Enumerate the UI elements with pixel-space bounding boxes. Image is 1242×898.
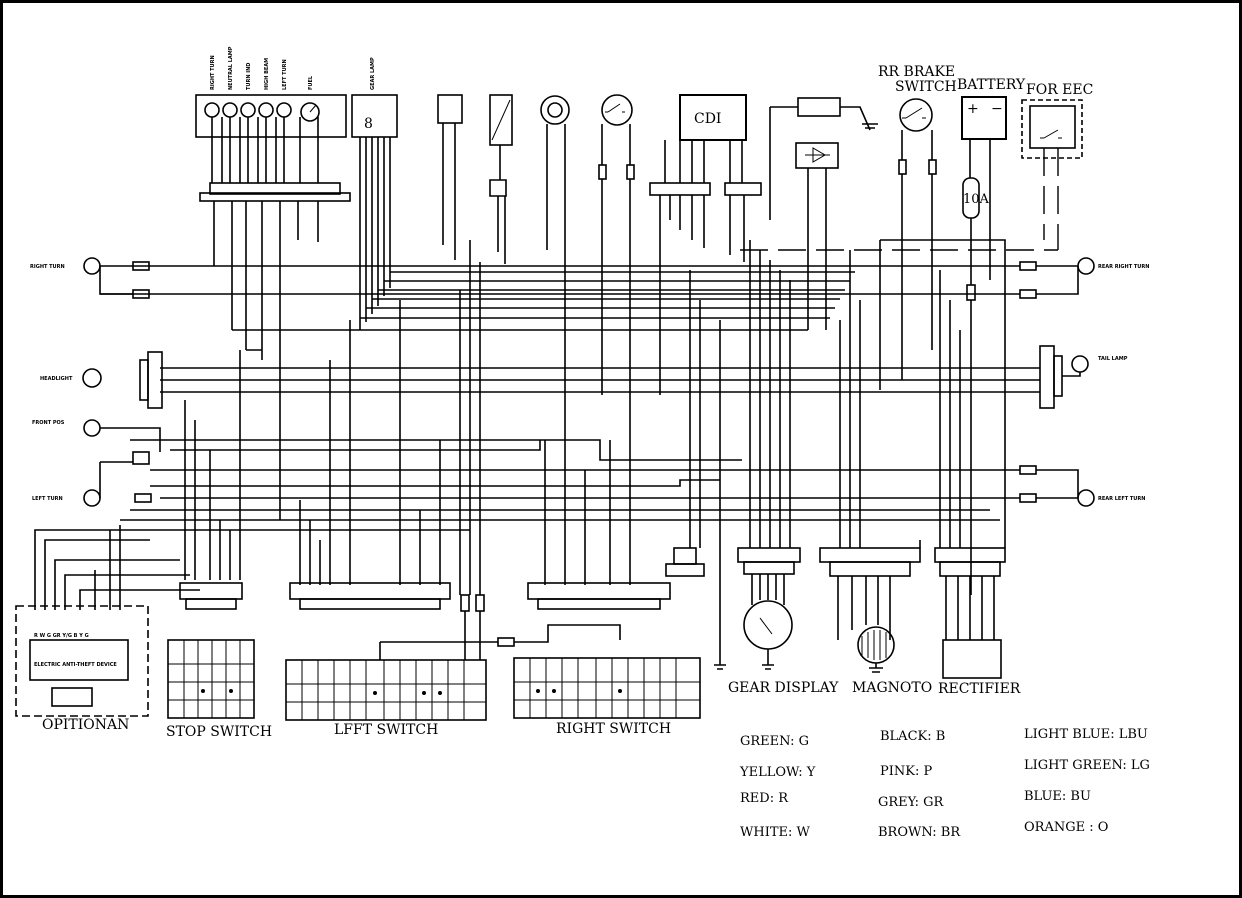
svg-text:8: 8 [364,116,373,132]
svg-text:FRONT POS: FRONT POS [32,420,65,426]
stop-switch-label: STOP SWITCH [166,724,272,740]
rectifier: RECTIFIER [938,576,1021,697]
svg-text:LEFT TURN: LEFT TURN [32,496,63,502]
svg-text:−: − [991,101,1003,117]
legend-brown: BROWN: BR [878,825,961,840]
magnoto: MAGNOTO [837,576,932,696]
svg-text:R W G GR Y/G B Y G: R W G GR Y/G B Y G [34,633,89,639]
battery: BATTERY + − 10A [957,77,1026,595]
svg-text:ELECTRIC ANTI-THEFT DEVICE: ELECTRIC ANTI-THEFT DEVICE [34,662,117,668]
legend-black: BLACK: B [880,729,945,744]
side-stand-switch: FOR EEC [740,82,1093,251]
gear-display-label: GEAR DISPLAY [728,680,839,696]
cdi-label: CDI [694,111,721,127]
for-eec-label: FOR EEC [1026,82,1093,98]
left-switch-table: LFFT SWITCH [285,624,621,738]
legend-green: GREEN: G [740,734,809,749]
legend-grey: GREY: GR [878,795,945,810]
magnoto-label: MAGNOTO [852,680,932,696]
left-switch-label: LFFT SWITCH [334,722,438,738]
bottom-connectors [179,547,1006,660]
svg-text:SWITCH: SWITCH [895,79,957,95]
optional-module: ELECTRIC ANTI-THEFT DEVICE R W G GR Y/G … [15,605,149,733]
top-sensors [437,94,635,410]
gear-display: GEAR DISPLAY [714,574,839,696]
svg-text:GEAR LAMP: GEAR LAMP [370,57,376,90]
legend-yellow: YELLOW: Y [739,765,816,780]
right-switch-label: RIGHT SWITCH [556,721,671,737]
legend-red: RED: R [740,791,789,806]
svg-text:RIGHT TURN: RIGHT TURN [210,55,216,90]
svg-text:REAR LEFT TURN: REAR LEFT TURN [1098,496,1145,502]
svg-text:RIGHT TURN: RIGHT TURN [30,264,65,270]
legend-pink: PINK: P [880,764,932,779]
rr-brake-switch: RR BRAKE SWITCH [878,64,957,380]
legend-blue: BLUE: BU [1024,789,1091,804]
legend-orange: ORANGE : O [1024,820,1108,835]
vertical-runs [34,240,961,665]
svg-text:+: + [967,101,979,117]
legend-white: WHITE: W [740,825,811,840]
stop-switch-table: STOP SWITCH [166,639,272,740]
svg-text:NEUTRAL LAMP: NEUTRAL LAMP [228,46,234,90]
svg-text:LEFT TURN: LEFT TURN [282,59,288,90]
svg-text:HIGH BEAM: HIGH BEAM [264,58,270,90]
svg-text:FUEL: FUEL [308,75,314,90]
left-lamps: RIGHT TURN HEADLIGHT FRONT POS LEFT TURN [30,257,163,507]
right-switch-table: RIGHT SWITCH [513,657,701,737]
svg-text:HEADLIGHT: HEADLIGHT [40,376,73,382]
right-lamps: REAR RIGHT TURN TAIL LAMP REAR LEFT TURN [1019,257,1149,507]
svg-text:TURN IND: TURN IND [246,63,252,90]
legend-light-green: LIGHT GREEN: LG [1024,758,1150,773]
optionan-label: OPITIONAN [42,717,129,733]
svg-text:TAIL LAMP: TAIL LAMP [1098,356,1128,362]
bus-lines [100,239,1040,548]
color-legend: GREEN: G YELLOW: Y RED: R WHITE: W BLACK… [739,727,1150,840]
fuse-label: 10A [963,192,990,207]
indicator-cluster: 8 RIGHT TURN NEUTRAL LAMP TURN IND HIGH … [195,46,398,202]
legend-light-blue: LIGHT BLUE: LBU [1024,727,1148,742]
svg-text:RR BRAKE: RR BRAKE [878,64,955,80]
svg-text:REAR RIGHT TURN: REAR RIGHT TURN [1098,264,1149,270]
battery-label: BATTERY [957,77,1026,93]
cdi-unit: CDI [649,94,878,395]
rectifier-label: RECTIFIER [938,681,1021,697]
